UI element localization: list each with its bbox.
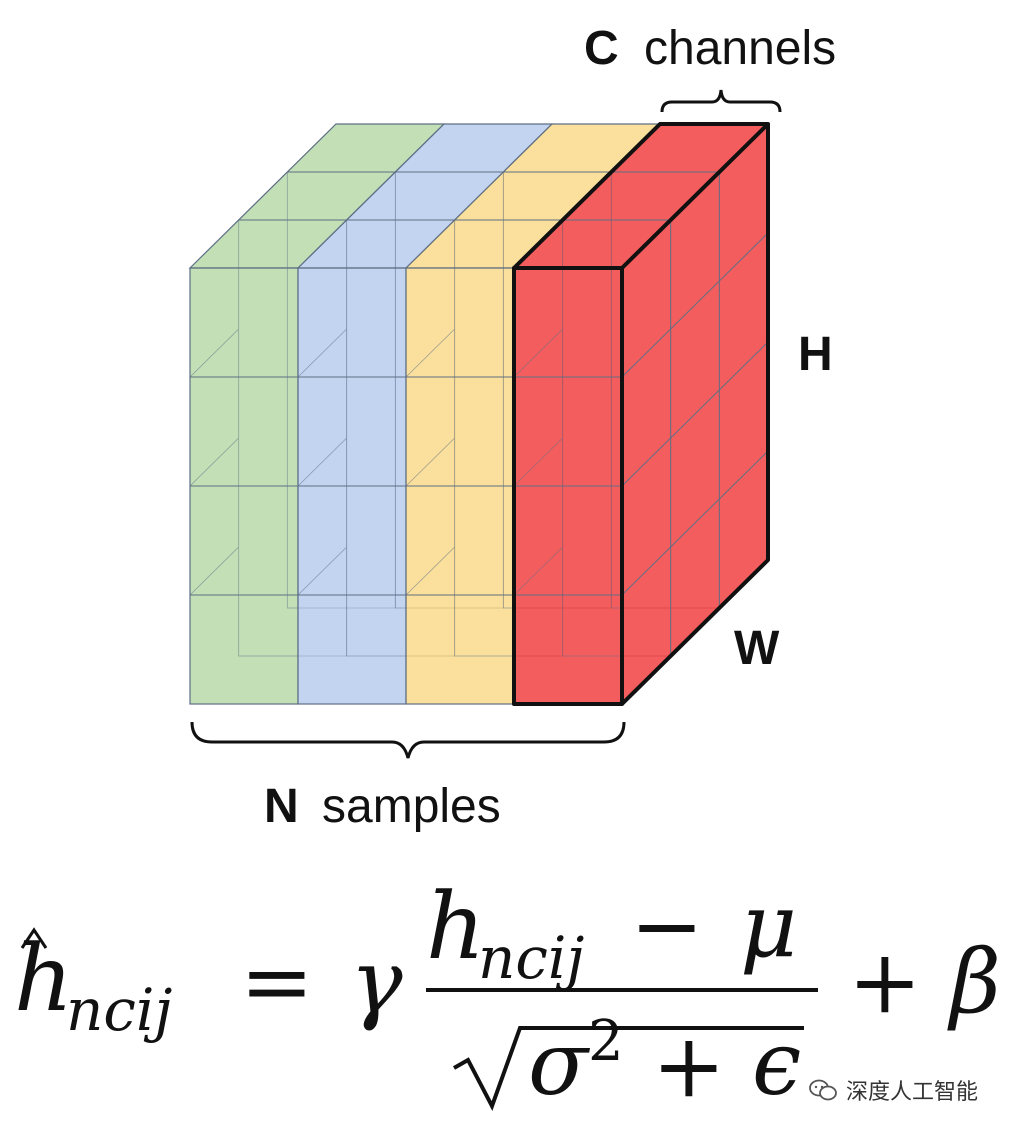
depth-line [513, 547, 563, 596]
hat-accent [20, 927, 48, 949]
outline-side [620, 124, 770, 706]
formula-numerator: h ncij − μ [426, 873, 797, 992]
sample-yellow [404, 123, 662, 705]
highlight-outline [512, 122, 770, 706]
formula-lhs: h ncij [14, 925, 172, 1044]
formula-equals: = [240, 930, 314, 1033]
channels-brace [660, 89, 782, 113]
channels-label: C channels [584, 22, 836, 75]
depth-line [189, 329, 239, 378]
samples-label: N samples [264, 780, 501, 833]
formula-denominator: σ 2 + ϵ [453, 1009, 804, 1117]
depth-line [405, 547, 455, 596]
outline-front [512, 266, 624, 706]
svg-text:h: h [14, 925, 73, 1032]
depth-line [405, 438, 455, 487]
tensor-cube [188, 122, 770, 706]
side-grid-line [621, 450, 769, 596]
watermark: 深度人工智能 [808, 1070, 978, 1110]
svg-text:−: − [630, 874, 704, 977]
formula-beta: β [947, 930, 1001, 1033]
svg-text:ncij: ncij [66, 976, 172, 1044]
side-grid-line [621, 341, 769, 487]
sqrt-symbol [453, 1026, 804, 1111]
formula-gamma: γ [350, 930, 403, 1033]
height-label: H [798, 328, 833, 381]
depth-line [189, 547, 239, 596]
sample-blue [296, 123, 554, 705]
depth-line [297, 438, 347, 487]
wechat-icon [809, 1079, 837, 1101]
width-label: W [734, 622, 780, 675]
depth-line [513, 438, 563, 487]
watermark-text: 深度人工智能 [846, 1080, 979, 1105]
sample-green [188, 123, 446, 705]
svg-text:+: + [652, 1014, 726, 1117]
side-grid-line [621, 232, 769, 378]
depth-line [513, 329, 563, 378]
svg-text:ncij: ncij [478, 924, 584, 992]
batch-norm-formula: h ncij = γ h ncij − μ σ 2 + ϵ + β [14, 873, 1001, 1117]
outline-top [512, 122, 770, 270]
depth-line [297, 547, 347, 596]
svg-text:ϵ: ϵ [752, 1012, 801, 1115]
svg-text:2: 2 [588, 1009, 624, 1074]
svg-text:μ: μ [740, 874, 797, 977]
svg-text:h: h [426, 873, 485, 980]
samples-brace [190, 721, 626, 759]
svg-text:σ: σ [528, 1012, 591, 1115]
depth-line [297, 329, 347, 378]
depth-line [189, 438, 239, 487]
depth-line [405, 329, 455, 378]
sample-red [512, 123, 770, 705]
formula-plus: + [848, 930, 922, 1033]
